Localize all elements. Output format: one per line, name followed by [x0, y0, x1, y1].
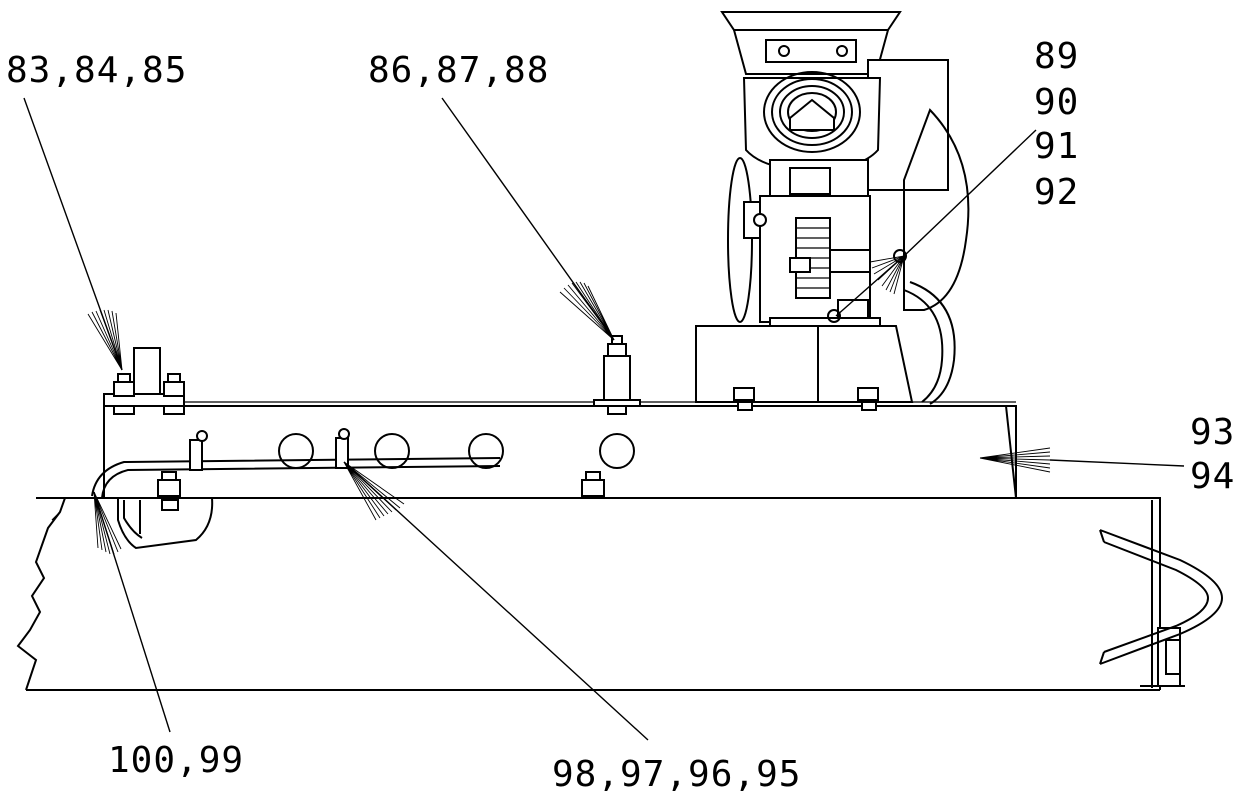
callout-83-84-85: 83,84,85 — [6, 50, 187, 91]
callout-94: 94 — [1190, 456, 1235, 497]
engine-stand — [695, 325, 914, 411]
callout-98-97-96-95: 98,97,96,95 — [552, 754, 801, 792]
callout-91: 91 — [1034, 126, 1079, 167]
mounting-plate — [103, 401, 1017, 499]
lower-frame — [16, 497, 1185, 691]
left-post-assembly — [103, 347, 185, 415]
callout-90: 90 — [1034, 82, 1079, 123]
hose-line — [91, 428, 501, 499]
leader-89-92 — [835, 129, 1037, 317]
lower-bracket — [117, 471, 605, 550]
leader-86-87-88 — [441, 97, 615, 341]
callout-93: 93 — [1190, 412, 1235, 453]
callout-86-87-88: 86,87,88 — [368, 50, 549, 91]
callout-100-99: 100,99 — [108, 740, 244, 781]
engine — [720, 11, 970, 405]
u-bolt-handle — [1099, 529, 1224, 665]
leader-93-94 — [979, 447, 1185, 473]
leader-100-99 — [93, 491, 171, 733]
center-stud — [593, 335, 641, 415]
leader-98-97-96-95 — [343, 461, 649, 741]
leader-83-84-85 — [23, 97, 123, 371]
callout-89: 89 — [1034, 36, 1079, 77]
callout-92: 92 — [1034, 172, 1079, 213]
